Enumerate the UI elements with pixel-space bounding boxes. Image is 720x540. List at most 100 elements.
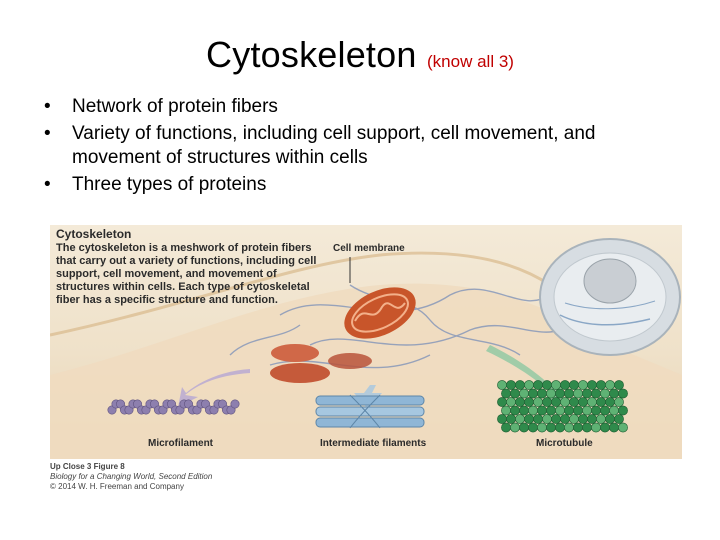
microtubule-bead xyxy=(569,397,578,406)
bullet-text: Network of protein fibers xyxy=(72,96,278,117)
microtubule-bead xyxy=(573,389,582,398)
figure-credit: Up Close 3 Figure 8 Biology for a Changi… xyxy=(50,462,350,492)
microtubule-bead xyxy=(609,423,618,432)
microtubule-bead xyxy=(596,397,605,406)
cell-illustration xyxy=(540,239,680,355)
microtubule-bead xyxy=(605,397,614,406)
credit-copyright: © 2014 W. H. Freeman and Company xyxy=(50,482,350,492)
microtubule-bead xyxy=(587,397,596,406)
microtubule-bead xyxy=(564,423,573,432)
microtubule-bead xyxy=(609,389,618,398)
microtubule-bead xyxy=(537,406,546,415)
bullet-text: Three types of proteins xyxy=(72,174,266,195)
title-note: (know all 3) xyxy=(427,52,514,71)
microtubule-bead xyxy=(501,423,510,432)
microtubule-bead xyxy=(618,423,627,432)
microtubule-bead xyxy=(564,389,573,398)
microtubule-bead xyxy=(497,414,506,423)
microtubule-bead xyxy=(537,389,546,398)
microtubule-bead xyxy=(524,414,533,423)
microtubule-bead xyxy=(560,397,569,406)
credit-figure-number: Up Close 3 Figure 8 xyxy=(50,462,350,472)
microtubule-bead xyxy=(564,406,573,415)
microtubule-bead xyxy=(533,380,542,389)
microtubule-bead xyxy=(618,406,627,415)
bullet-list: • Network of protein fibers • Variety of… xyxy=(44,95,684,200)
microtubule-bead xyxy=(560,380,569,389)
microtubule-bead xyxy=(524,397,533,406)
bullet-icon: • xyxy=(44,95,51,119)
cytoskeleton-figure: Cytoskeleton The cytoskeleton is a meshw… xyxy=(50,225,682,459)
microtubule-bead xyxy=(533,397,542,406)
microtubule-bead xyxy=(546,423,555,432)
microtubule-bead xyxy=(605,414,614,423)
microtubule-bead xyxy=(591,406,600,415)
microtubule-bead xyxy=(605,380,614,389)
microtubule-bead xyxy=(524,380,533,389)
intermediate-filaments-label: Intermediate filaments xyxy=(320,438,426,449)
figure-heading: Cytoskeleton xyxy=(56,228,318,241)
microtubule-bead xyxy=(591,389,600,398)
credit-book-title: Biology for a Changing World, Second Edi… xyxy=(50,472,350,482)
microtubule-bead xyxy=(582,423,591,432)
microtubule-bead xyxy=(587,380,596,389)
microtubule-bead xyxy=(551,397,560,406)
microtubule-bead xyxy=(510,423,519,432)
microfilament-bead xyxy=(231,400,239,408)
microtubule-bead xyxy=(573,406,582,415)
intermediate-filament-illustration xyxy=(316,395,424,428)
microtubule-bead xyxy=(515,380,524,389)
microtubule-bead xyxy=(618,389,627,398)
microtubule-bead xyxy=(578,397,587,406)
slide-title: Cytoskeleton xyxy=(206,34,417,75)
microtubule-bead xyxy=(506,380,515,389)
microtubule-bead xyxy=(515,414,524,423)
microtubule-bead xyxy=(497,397,506,406)
microtubule-bead xyxy=(533,414,542,423)
bullet-item: • Variety of functions, including cell s… xyxy=(44,122,684,170)
microtubule-bead xyxy=(519,389,528,398)
microtubule-bead xyxy=(551,380,560,389)
microtubule-bead xyxy=(528,406,537,415)
microtubule-bead xyxy=(578,380,587,389)
microtubule-bead xyxy=(582,406,591,415)
microtubule-bead xyxy=(555,406,564,415)
microtubule-bead xyxy=(596,380,605,389)
microtubule-bead xyxy=(501,389,510,398)
microtubule-bead xyxy=(528,423,537,432)
microtubule-bead xyxy=(501,406,510,415)
microtubule-bead xyxy=(528,389,537,398)
microfilament-label: Microfilament xyxy=(148,438,213,449)
microtubule-bead xyxy=(600,406,609,415)
microtubule-bead xyxy=(519,423,528,432)
bullet-icon: • xyxy=(44,173,51,197)
microtubule-bead xyxy=(542,380,551,389)
microtubule-bead xyxy=(542,397,551,406)
microtubule-bead xyxy=(614,380,623,389)
microtubule-bead xyxy=(555,423,564,432)
microtubule-bead xyxy=(555,389,564,398)
microtubule-bead xyxy=(546,389,555,398)
microtubule-bead xyxy=(515,397,524,406)
microtubule-bead xyxy=(506,414,515,423)
microtubule-bead xyxy=(546,406,555,415)
microtubule-bead xyxy=(537,423,546,432)
microtubule-bead xyxy=(519,406,528,415)
microtubule-label: Microtubule xyxy=(536,438,593,449)
microtubule-bead xyxy=(591,423,600,432)
microtubule-bead xyxy=(614,414,623,423)
microtubule-bead xyxy=(600,423,609,432)
microtubule-bead xyxy=(582,389,591,398)
bullet-item: • Three types of proteins xyxy=(44,173,684,197)
title-row: Cytoskeleton (know all 3) xyxy=(0,34,720,76)
microtubule-bead xyxy=(578,414,587,423)
microtubule-bead xyxy=(587,414,596,423)
cell-membrane-label: Cell membrane xyxy=(333,243,405,254)
microtubule-bead xyxy=(551,414,560,423)
bullet-text: Variety of functions, including cell sup… xyxy=(72,123,595,168)
microtubule-bead xyxy=(510,406,519,415)
figure-caption-block: Cytoskeleton The cytoskeleton is a meshw… xyxy=(56,228,318,307)
microtubule-bead xyxy=(569,380,578,389)
bullet-icon: • xyxy=(44,122,51,146)
